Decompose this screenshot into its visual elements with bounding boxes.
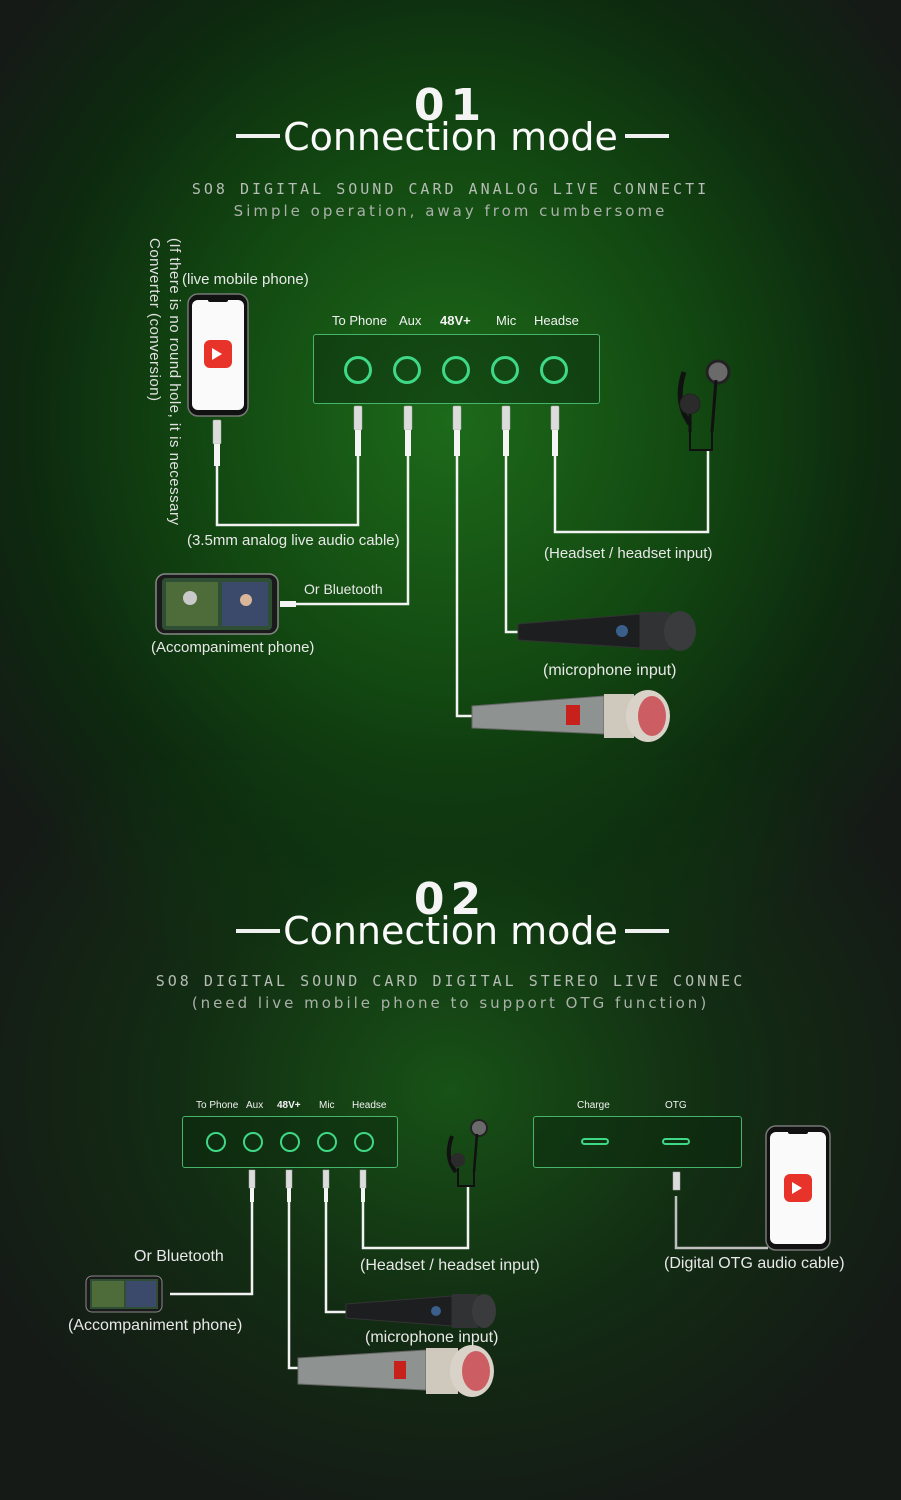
label-accompaniment: (Accompaniment phone) (68, 1317, 242, 1335)
earphone-icon (449, 1120, 487, 1186)
port-label-to-phone: To Phone (196, 1100, 238, 1111)
label-otg-cable: (Digital OTG audio cable) (664, 1255, 845, 1273)
label-headset: (Headset / headset input) (360, 1257, 540, 1275)
grey-microphone-icon (298, 1345, 494, 1397)
port-label-48v: 48V+ (277, 1100, 301, 1111)
label-bluetooth: Or Bluetooth (134, 1248, 224, 1266)
port-headset (354, 1132, 374, 1152)
port-label-mic: Mic (319, 1100, 335, 1111)
label-microphone: (microphone input) (365, 1329, 498, 1347)
usb-port-panel (533, 1116, 742, 1168)
black-microphone-icon (346, 1294, 496, 1328)
port-label-otg: OTG (665, 1100, 687, 1111)
accompaniment-phone-icon (86, 1276, 162, 1312)
port-label-charge: Charge (577, 1100, 610, 1111)
port-otg (662, 1138, 690, 1145)
port-charge (581, 1138, 609, 1145)
port-aux (243, 1132, 263, 1152)
port-label-aux: Aux (246, 1100, 263, 1111)
port-mic (317, 1132, 337, 1152)
live-phone-icon (766, 1126, 830, 1250)
port-48v (280, 1132, 300, 1152)
port-to-phone (206, 1132, 226, 1152)
port-label-headset: Headse (352, 1100, 386, 1111)
